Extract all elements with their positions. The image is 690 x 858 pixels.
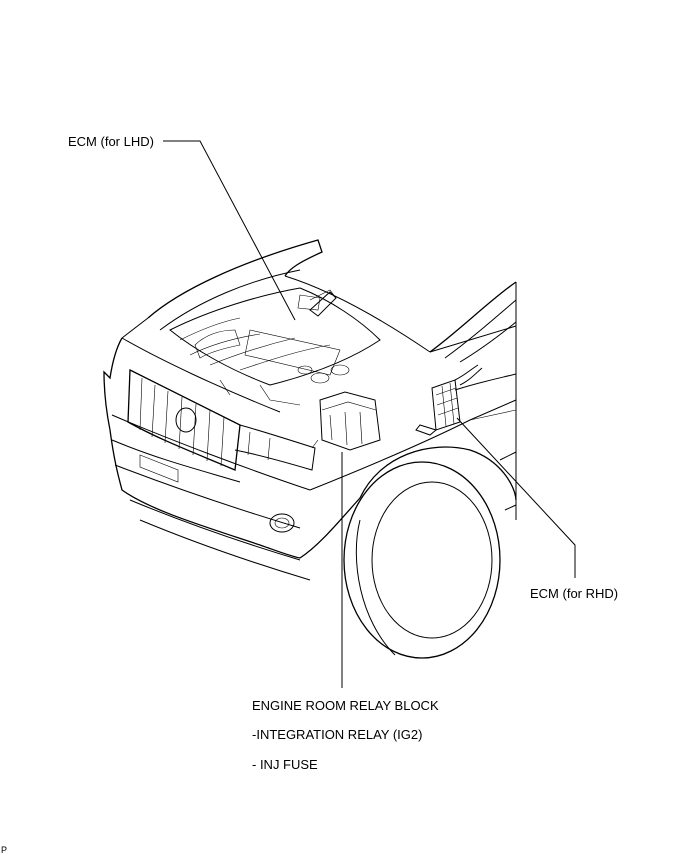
car-body xyxy=(103,282,517,581)
grille xyxy=(127,368,241,471)
engine xyxy=(169,287,381,406)
inj-fuse-label: - INJ FUSE xyxy=(252,757,318,772)
integration-relay-label: -INTEGRATION RELAY (IG2) xyxy=(252,727,423,742)
leader-lines xyxy=(163,140,576,688)
ecm-lhd xyxy=(309,291,337,317)
ecm-lhd-label: ECM (for LHD) xyxy=(68,134,154,149)
ecm-rhd-label: ECM (for RHD) xyxy=(530,586,619,601)
windshield xyxy=(429,281,517,363)
ecm-rhd xyxy=(415,364,483,436)
relay-block-label: ENGINE ROOM RELAY BLOCK xyxy=(252,698,439,713)
relay-block xyxy=(311,391,381,451)
fog-light xyxy=(269,513,295,533)
front-wheel xyxy=(343,446,517,659)
hood xyxy=(147,239,431,353)
page-marker: P xyxy=(1,845,8,855)
headlight xyxy=(234,424,316,471)
